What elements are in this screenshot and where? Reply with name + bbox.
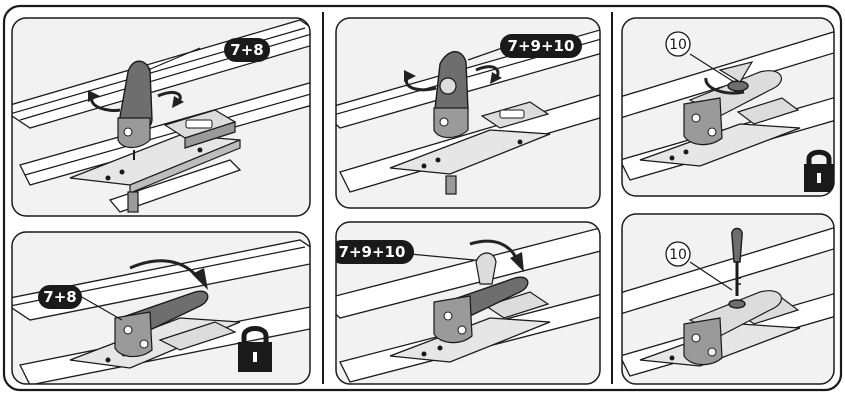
panel-5: 10: [610, 18, 845, 196]
callout-label: 7+9+10: [508, 37, 575, 55]
callout-label: 10: [669, 37, 687, 53]
panel-1: 7+8: [0, 18, 330, 216]
callout-label: 7+9+10: [339, 243, 406, 261]
panel-6: 10: [610, 214, 845, 384]
callout-label: 7+8: [230, 41, 263, 59]
callout-label: 10: [669, 247, 687, 263]
callout-label: 7+8: [43, 288, 76, 306]
panel-2: 7+8: [0, 232, 330, 385]
panel-3: 7+9+10: [320, 18, 620, 208]
panel-4: 7+9+10: [320, 222, 620, 384]
